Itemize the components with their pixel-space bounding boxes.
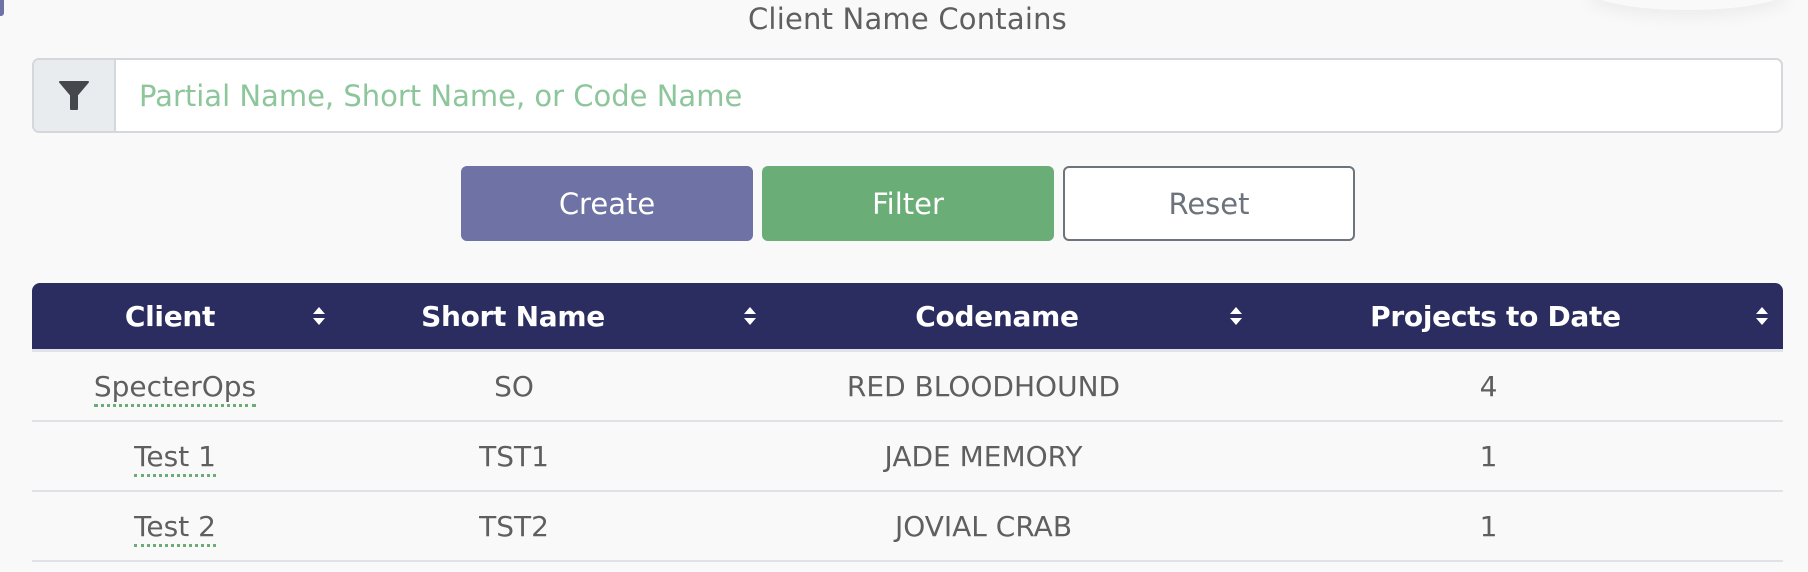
column-header-codename[interactable]: Codename <box>768 283 1254 352</box>
table-row: Test 1 TST1 JADE MEMORY 1 <box>32 421 1783 492</box>
filter-icon <box>59 80 89 110</box>
sort-icon[interactable] <box>312 305 326 327</box>
projects-cell: 1 <box>1254 491 1783 562</box>
client-cell: SpecterOps <box>32 350 338 422</box>
short-name-cell: TST2 <box>338 491 768 562</box>
sort-icon[interactable] <box>743 305 757 327</box>
clients-table: Client Short Name Codename Projects to D… <box>32 283 1783 562</box>
client-link[interactable]: Test 2 <box>134 509 216 547</box>
projects-cell: 4 <box>1254 350 1783 422</box>
sidebar-edge <box>0 0 4 16</box>
client-cell: Test 2 <box>32 491 338 562</box>
filter-label: Client Name Contains <box>747 2 1067 36</box>
filter-addon <box>34 60 116 131</box>
client-link[interactable]: SpecterOps <box>93 369 257 407</box>
clients-table-container: Client Short Name Codename Projects to D… <box>32 283 1783 562</box>
short-name-cell: TST1 <box>338 421 768 492</box>
create-button[interactable]: Create <box>461 166 753 241</box>
reset-button[interactable]: Reset <box>1063 166 1355 241</box>
filter-button[interactable]: Filter <box>762 166 1054 241</box>
client-cell: Test 1 <box>32 421 338 492</box>
client-link[interactable]: Test 1 <box>134 439 216 477</box>
codename-cell: JADE MEMORY <box>768 421 1254 492</box>
sort-icon[interactable] <box>1755 305 1769 327</box>
table-header-row: Client Short Name Codename Projects to D… <box>32 283 1783 352</box>
short-name-cell: SO <box>338 350 768 422</box>
codename-cell: JOVIAL CRAB <box>768 491 1254 562</box>
client-filter-group <box>32 58 1783 133</box>
column-header-client[interactable]: Client <box>32 283 338 352</box>
client-name-search-input[interactable] <box>116 60 1781 131</box>
projects-cell: 1 <box>1254 421 1783 492</box>
sort-icon[interactable] <box>1229 305 1243 327</box>
column-header-projects-to-date[interactable]: Projects to Date <box>1254 283 1783 352</box>
column-header-short-name[interactable]: Short Name <box>338 283 768 352</box>
table-row: Test 2 TST2 JOVIAL CRAB 1 <box>32 491 1783 562</box>
table-row: SpecterOps SO RED BLOODHOUND 4 <box>32 350 1783 422</box>
codename-cell: RED BLOODHOUND <box>768 350 1254 422</box>
